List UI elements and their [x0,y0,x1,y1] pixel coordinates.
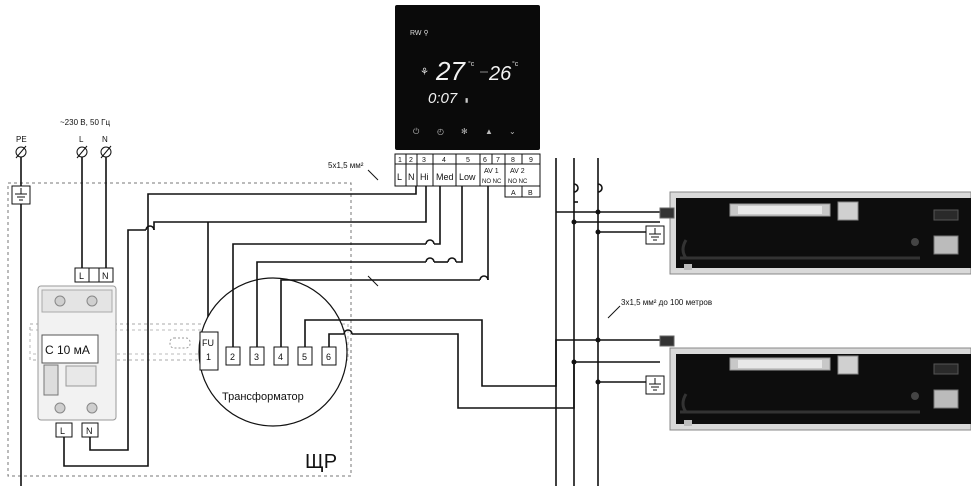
thermostat-terminal-strip: 1 2 3 4 5 6 7 8 9 L N Hi Med Low AV 1 NO… [394,153,541,198]
thermostat-room-temp: 26 [488,63,512,85]
rcd-breaker [37,285,117,421]
fuse-label-top: FU [202,338,214,348]
transformer-fuse [199,331,219,371]
terminal-label-n: N [408,172,415,182]
down-icon[interactable]: ⌄ [509,127,516,136]
thermostat-room-unit: °c [512,60,519,68]
thermostat[interactable]: RW ⚲ ⚘ 27 °c 26 °c 0:07 ▮ ⏻ ◴ ✻ ▲ ⌄ [395,5,540,150]
rcd-top-n-label: N [102,271,109,281]
n-label: N [102,135,108,144]
fuse-label-bottom: 1 [206,352,211,362]
transformer-terminal-label: 3 [254,352,259,362]
terminal-number: 5 [466,157,470,164]
ground-symbol-upper [645,225,665,245]
terminal-number: 3 [422,157,426,164]
fan-icon[interactable]: ✻ [461,127,468,136]
terminal-number: 1 [398,157,402,164]
rcd-bottom-l-label: L [60,426,65,436]
rcd-top-l-label: L [79,271,84,281]
terminal-label-a: A [511,190,516,197]
cable-top-label: 5х1,5 мм² [328,161,364,170]
thermostat-time: 0:07 [428,90,458,107]
thermostat-set-temp: 27 [435,56,466,86]
terminal-label-hi: Hi [420,172,429,182]
terminal-number: 2 [409,157,413,164]
clock-icon[interactable]: ◴ [437,127,444,136]
terminal-label-low: Low [459,172,476,182]
power-icon[interactable]: ⏻ [413,127,420,136]
up-icon[interactable]: ▲ [485,127,493,136]
terminal-sub-av1: NO NC [482,179,502,185]
ground-symbol-panel [11,185,31,205]
thermostat-set-unit: °c [468,60,475,68]
l-terminal [76,145,88,159]
terminal-number: 9 [529,157,533,164]
terminal-number: 8 [511,157,515,164]
terminal-label-av1: AV 1 [484,168,499,175]
panel-label: ЩР [305,451,337,473]
convector-upper [659,191,971,275]
pe-terminal [15,145,27,159]
terminal-label-av2: AV 2 [510,168,525,175]
terminal-number: 7 [496,157,500,164]
supply-label: ~230 В, 50 Гц [60,118,110,127]
transformer-terminal-label: 4 [278,352,283,362]
terminal-number: 6 [483,157,487,164]
terminal-number: 4 [442,157,446,164]
terminal-label-l: L [397,172,402,182]
transformer-terminal-label: 5 [302,352,307,362]
din-rail [29,323,349,361]
convector-lower [659,335,971,431]
terminal-label-med: Med [436,172,454,182]
transformer-terminal-label: 2 [230,352,235,362]
transformer [198,277,348,427]
ground-symbol-lower [645,375,665,395]
cable-side-label: 3х1,5 мм² до 100 метров [621,298,712,307]
thermostat-fan-icon: ⚘ [420,67,429,78]
thermostat-indicator-icon: ▮ [465,98,468,104]
l-label: L [79,135,84,144]
rcd-bottom-n-label: N [86,426,93,436]
pe-label: PE [16,135,27,144]
terminal-label-b: B [528,190,533,197]
n-terminal [100,145,112,159]
rcd-rating: С 10 мА [45,343,90,357]
transformer-terminals: 2 3 4 5 6 [225,346,337,366]
transformer-terminal-label: 6 [326,352,331,362]
transformer-label: Трансформатор [222,391,304,403]
thermostat-status: RW ⚲ [410,29,429,37]
terminal-sub-av2: NO NC [508,179,528,185]
rcd-top-terminal-n [98,267,114,283]
